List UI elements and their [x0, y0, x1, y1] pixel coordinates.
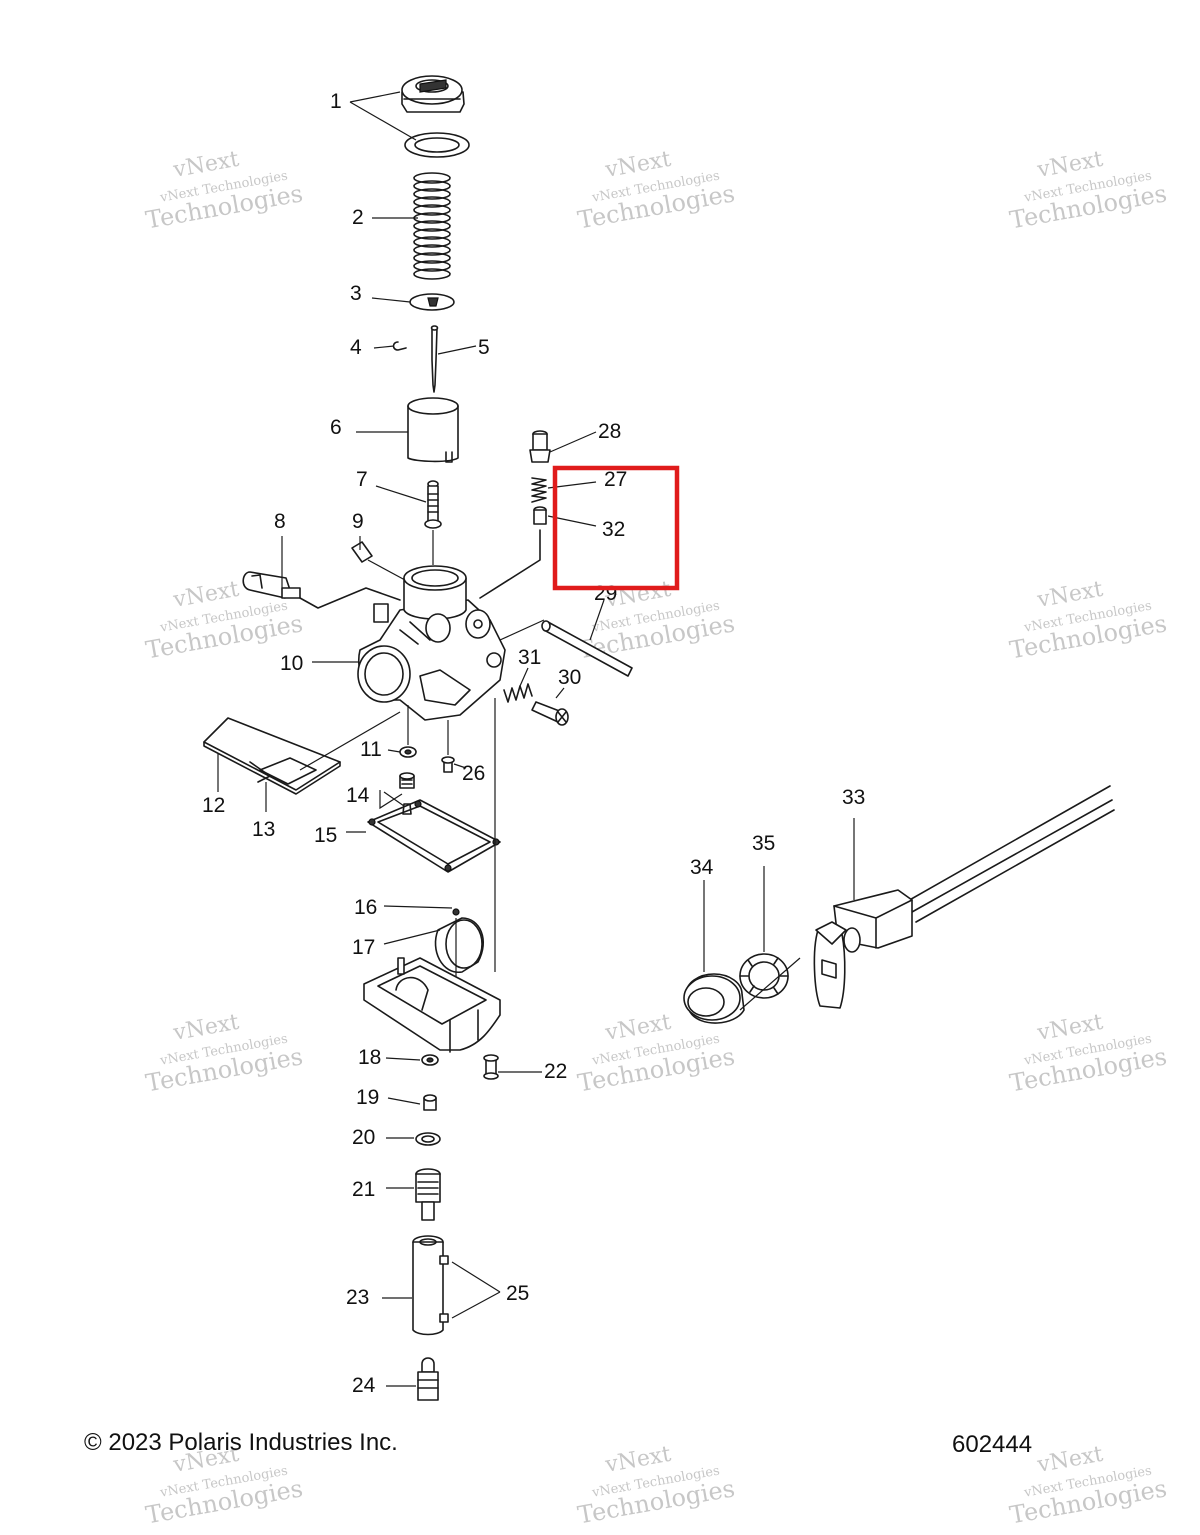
part-24-fitting [417, 1357, 439, 1401]
spring-coil [413, 228, 451, 240]
part-1-cap [401, 75, 470, 158]
callout-22: 22 [544, 1060, 567, 1083]
part-float-bowl [363, 957, 501, 1053]
callout-13: 13 [252, 818, 275, 841]
callout-31: 31 [518, 646, 541, 669]
callout-12: 12 [202, 794, 225, 817]
part-29-rod [499, 619, 633, 677]
part-27-spring [531, 477, 547, 503]
part-19-plug [423, 1094, 437, 1111]
part-5-needle [430, 325, 439, 393]
callout-25: 25 [506, 1282, 529, 1305]
part-9-pin [351, 541, 406, 581]
copyright-text: © 2023 Polaris Industries Inc. [84, 1429, 398, 1456]
callout-9: 9 [352, 510, 364, 533]
part-21-fitting [415, 1168, 441, 1221]
callout-26: 26 [462, 762, 485, 785]
highlight-box [552, 465, 680, 591]
callout-6: 6 [330, 416, 342, 439]
spring-coil [413, 252, 451, 264]
part-8-sensor [242, 571, 401, 609]
part-2-spring [413, 172, 451, 280]
callout-7: 7 [356, 468, 368, 491]
spring-coil [413, 172, 451, 184]
callout-35: 35 [752, 832, 775, 855]
callout-27: 27 [604, 468, 627, 491]
part-30-screw [531, 701, 569, 726]
part-12-13-harness [203, 711, 401, 795]
part-35-washer [739, 953, 789, 999]
spring-coil [413, 180, 451, 192]
spring-coil [413, 204, 451, 216]
callout-34: 34 [690, 856, 714, 879]
callout-29: 29 [594, 582, 617, 605]
part-16-17-float [434, 908, 484, 1010]
part-23-25-tube [412, 1235, 449, 1336]
part-11-washer [399, 705, 417, 758]
callout-20: 20 [352, 1126, 375, 1149]
part-18-washer [421, 1054, 439, 1066]
callout-17: 17 [352, 936, 375, 959]
part-4-eclip [392, 341, 407, 351]
part-20-oring [415, 1132, 441, 1146]
callout-33: 33 [842, 786, 865, 809]
callout-32: 32 [602, 518, 625, 541]
part-26-screw [441, 720, 455, 773]
part-33-choke-cable [813, 785, 1115, 1009]
part-32-plunger [479, 506, 547, 599]
callout-24: 24 [352, 1374, 376, 1397]
callout-3: 3 [350, 282, 362, 305]
callout-11: 11 [360, 738, 382, 761]
part-15-gasket [367, 799, 501, 873]
part-10-carburetor-body [357, 565, 506, 721]
spring-coil [413, 268, 451, 280]
spring-coil [413, 196, 451, 208]
callout-18: 18 [358, 1046, 381, 1069]
spring-coil [413, 236, 451, 248]
callout-2: 2 [352, 206, 364, 229]
spring-coil [413, 260, 451, 272]
callout-4: 4 [350, 336, 362, 359]
diagram-number: 602444 [952, 1431, 1032, 1458]
spring-coil [413, 188, 451, 200]
callout-5: 5 [478, 336, 490, 359]
callout-16: 16 [354, 896, 377, 919]
callout-8: 8 [274, 510, 286, 533]
callout-15: 15 [314, 824, 337, 847]
callout-21: 21 [352, 1178, 375, 1201]
callout-1: 1 [330, 90, 342, 113]
part-28-fitting [529, 430, 551, 463]
spring-coil [413, 244, 451, 256]
callout-30: 30 [558, 666, 581, 689]
part-22-screw [483, 1054, 499, 1080]
leader-lines [217, 91, 855, 1387]
callout-14: 14 [346, 784, 370, 807]
callout-23: 23 [346, 1286, 369, 1309]
part-34-nut [683, 973, 745, 1024]
part-3-plate [409, 293, 455, 311]
part-31-spring [503, 683, 533, 703]
callout-10: 10 [280, 652, 303, 675]
callout-28: 28 [598, 420, 621, 443]
callout-19: 19 [356, 1086, 379, 1109]
part-6-slide [407, 397, 459, 463]
spring-coil [413, 220, 451, 232]
part-7-screw [424, 480, 442, 565]
